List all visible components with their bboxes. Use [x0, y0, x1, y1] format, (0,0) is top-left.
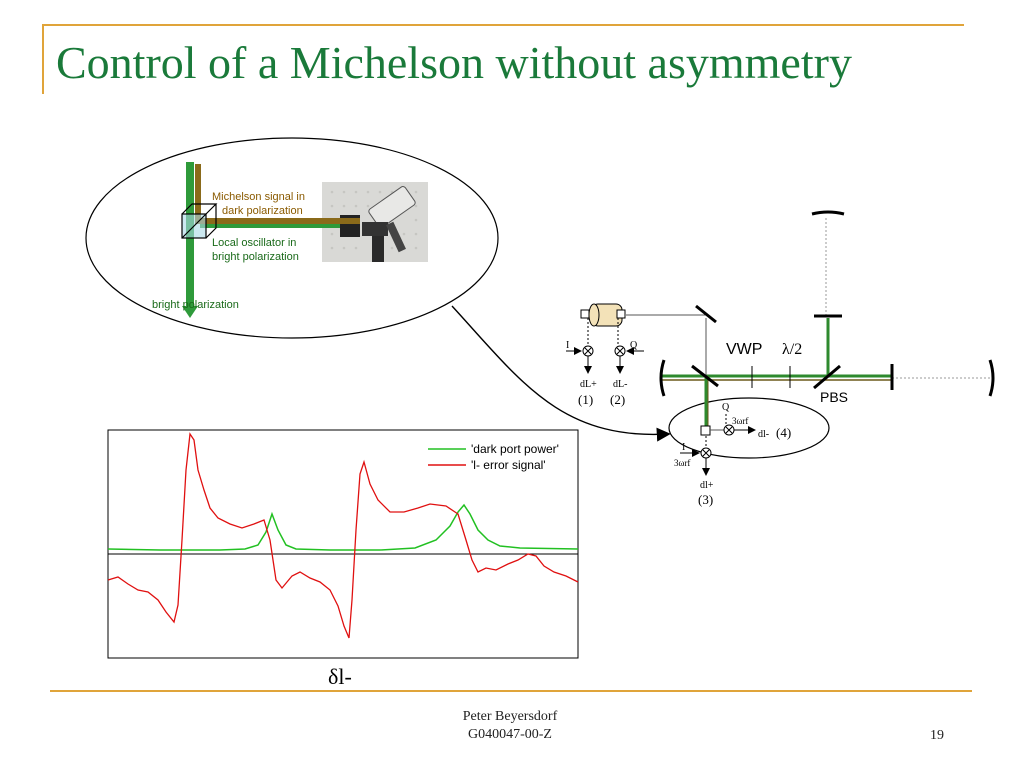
legend-error-signal: 'l- error signal' — [471, 458, 546, 472]
i-label-left: I — [566, 340, 569, 351]
signal-beam-vertical — [195, 164, 201, 224]
left-rule — [42, 24, 44, 94]
bright-beam-arrow — [182, 306, 198, 318]
signal-beam-horizontal — [195, 218, 360, 224]
dlplus-label: dl+ — [700, 480, 714, 491]
omega-label-lower: 3ωrf — [674, 458, 690, 468]
lambda-half-label: λ/2 — [782, 341, 802, 358]
i-label-right: I — [682, 442, 685, 453]
dLminus-label: dL- — [613, 379, 627, 390]
local-oscillator-line2: bright polarization — [212, 251, 299, 263]
label-2: (2) — [610, 392, 625, 407]
photo-inset — [322, 182, 428, 262]
detection-ellipse — [668, 397, 830, 459]
local-oscillator-line1: Local oscillator in — [212, 237, 296, 249]
top-rule — [42, 24, 964, 26]
omega-label-upper: 3ωrf — [732, 416, 748, 426]
cube-beamsplitter — [181, 203, 218, 239]
signal-plot: 'dark port power' 'l- error signal' — [107, 429, 579, 659]
dark-port-power-trace — [107, 503, 579, 551]
label-3: (3) — [698, 492, 713, 507]
bottom-rule — [50, 690, 972, 692]
plot-xlabel: δl- — [328, 664, 352, 689]
dLplus-label: dL+ — [580, 379, 597, 390]
footer-doc-id: G040047-00-Z — [468, 727, 552, 742]
bright-polarization-label: bright polarization — [152, 299, 239, 311]
michelson-signal-line1: Michelson signal in — [212, 191, 305, 203]
slide-title: Control of a Michelson without asymmetry — [56, 37, 852, 88]
vwp-label: VWP — [726, 341, 762, 358]
label-4: (4) — [776, 425, 791, 440]
callout-arrow — [451, 305, 671, 442]
footer-author: Peter Beyersdorf — [462, 709, 558, 724]
q-label-right: Q — [722, 402, 730, 413]
footer: Peter Beyersdorf G040047-00-Z — [390, 708, 630, 744]
label-1: (1) — [578, 392, 593, 407]
dlminus-label: dl- — [758, 429, 769, 440]
pbs-label: PBS — [820, 389, 848, 405]
error-signal-trace — [107, 432, 579, 639]
michelson-signal-line2: dark polarization — [222, 205, 303, 217]
page-number: 19 — [930, 728, 944, 743]
q-label-left: Q — [630, 340, 638, 351]
lo-beam-horizontal — [200, 224, 340, 228]
optical-layout — [566, 210, 995, 476]
legend-dark-port: 'dark port power' — [471, 442, 559, 456]
